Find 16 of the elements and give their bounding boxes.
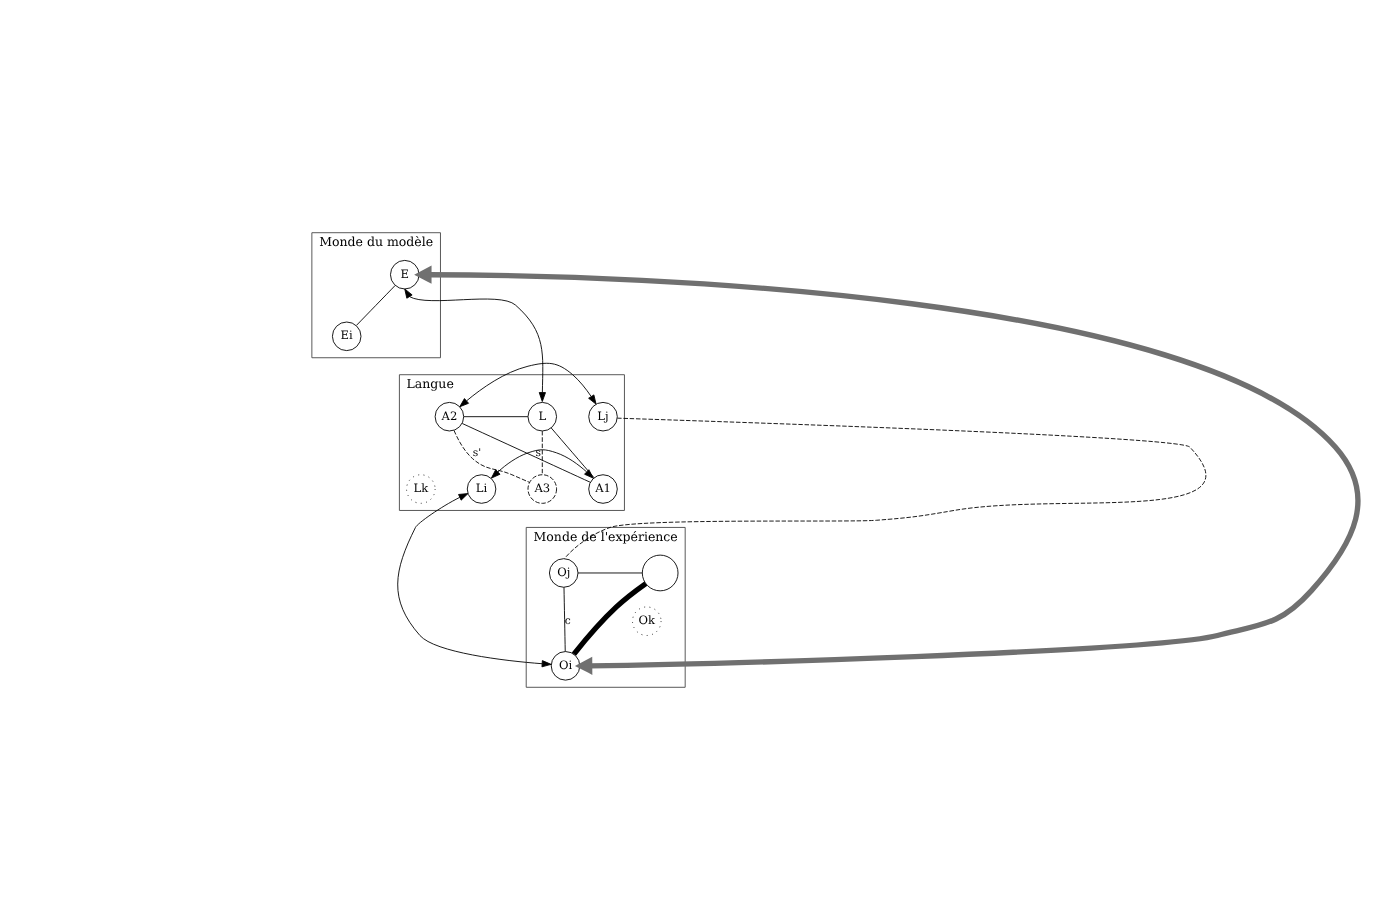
connector xyxy=(356,285,396,326)
connector xyxy=(571,581,648,656)
connector xyxy=(564,417,1207,559)
arrow xyxy=(490,449,594,479)
connector xyxy=(541,430,543,475)
node-circle xyxy=(641,554,679,592)
connector xyxy=(463,416,529,418)
arrow xyxy=(397,493,552,668)
connector xyxy=(563,586,566,652)
connector xyxy=(550,427,595,479)
arrow xyxy=(414,265,1361,675)
connector xyxy=(453,430,530,483)
arrow xyxy=(459,362,597,408)
connector xyxy=(461,423,591,483)
connector xyxy=(577,572,643,574)
arrow xyxy=(404,288,546,402)
